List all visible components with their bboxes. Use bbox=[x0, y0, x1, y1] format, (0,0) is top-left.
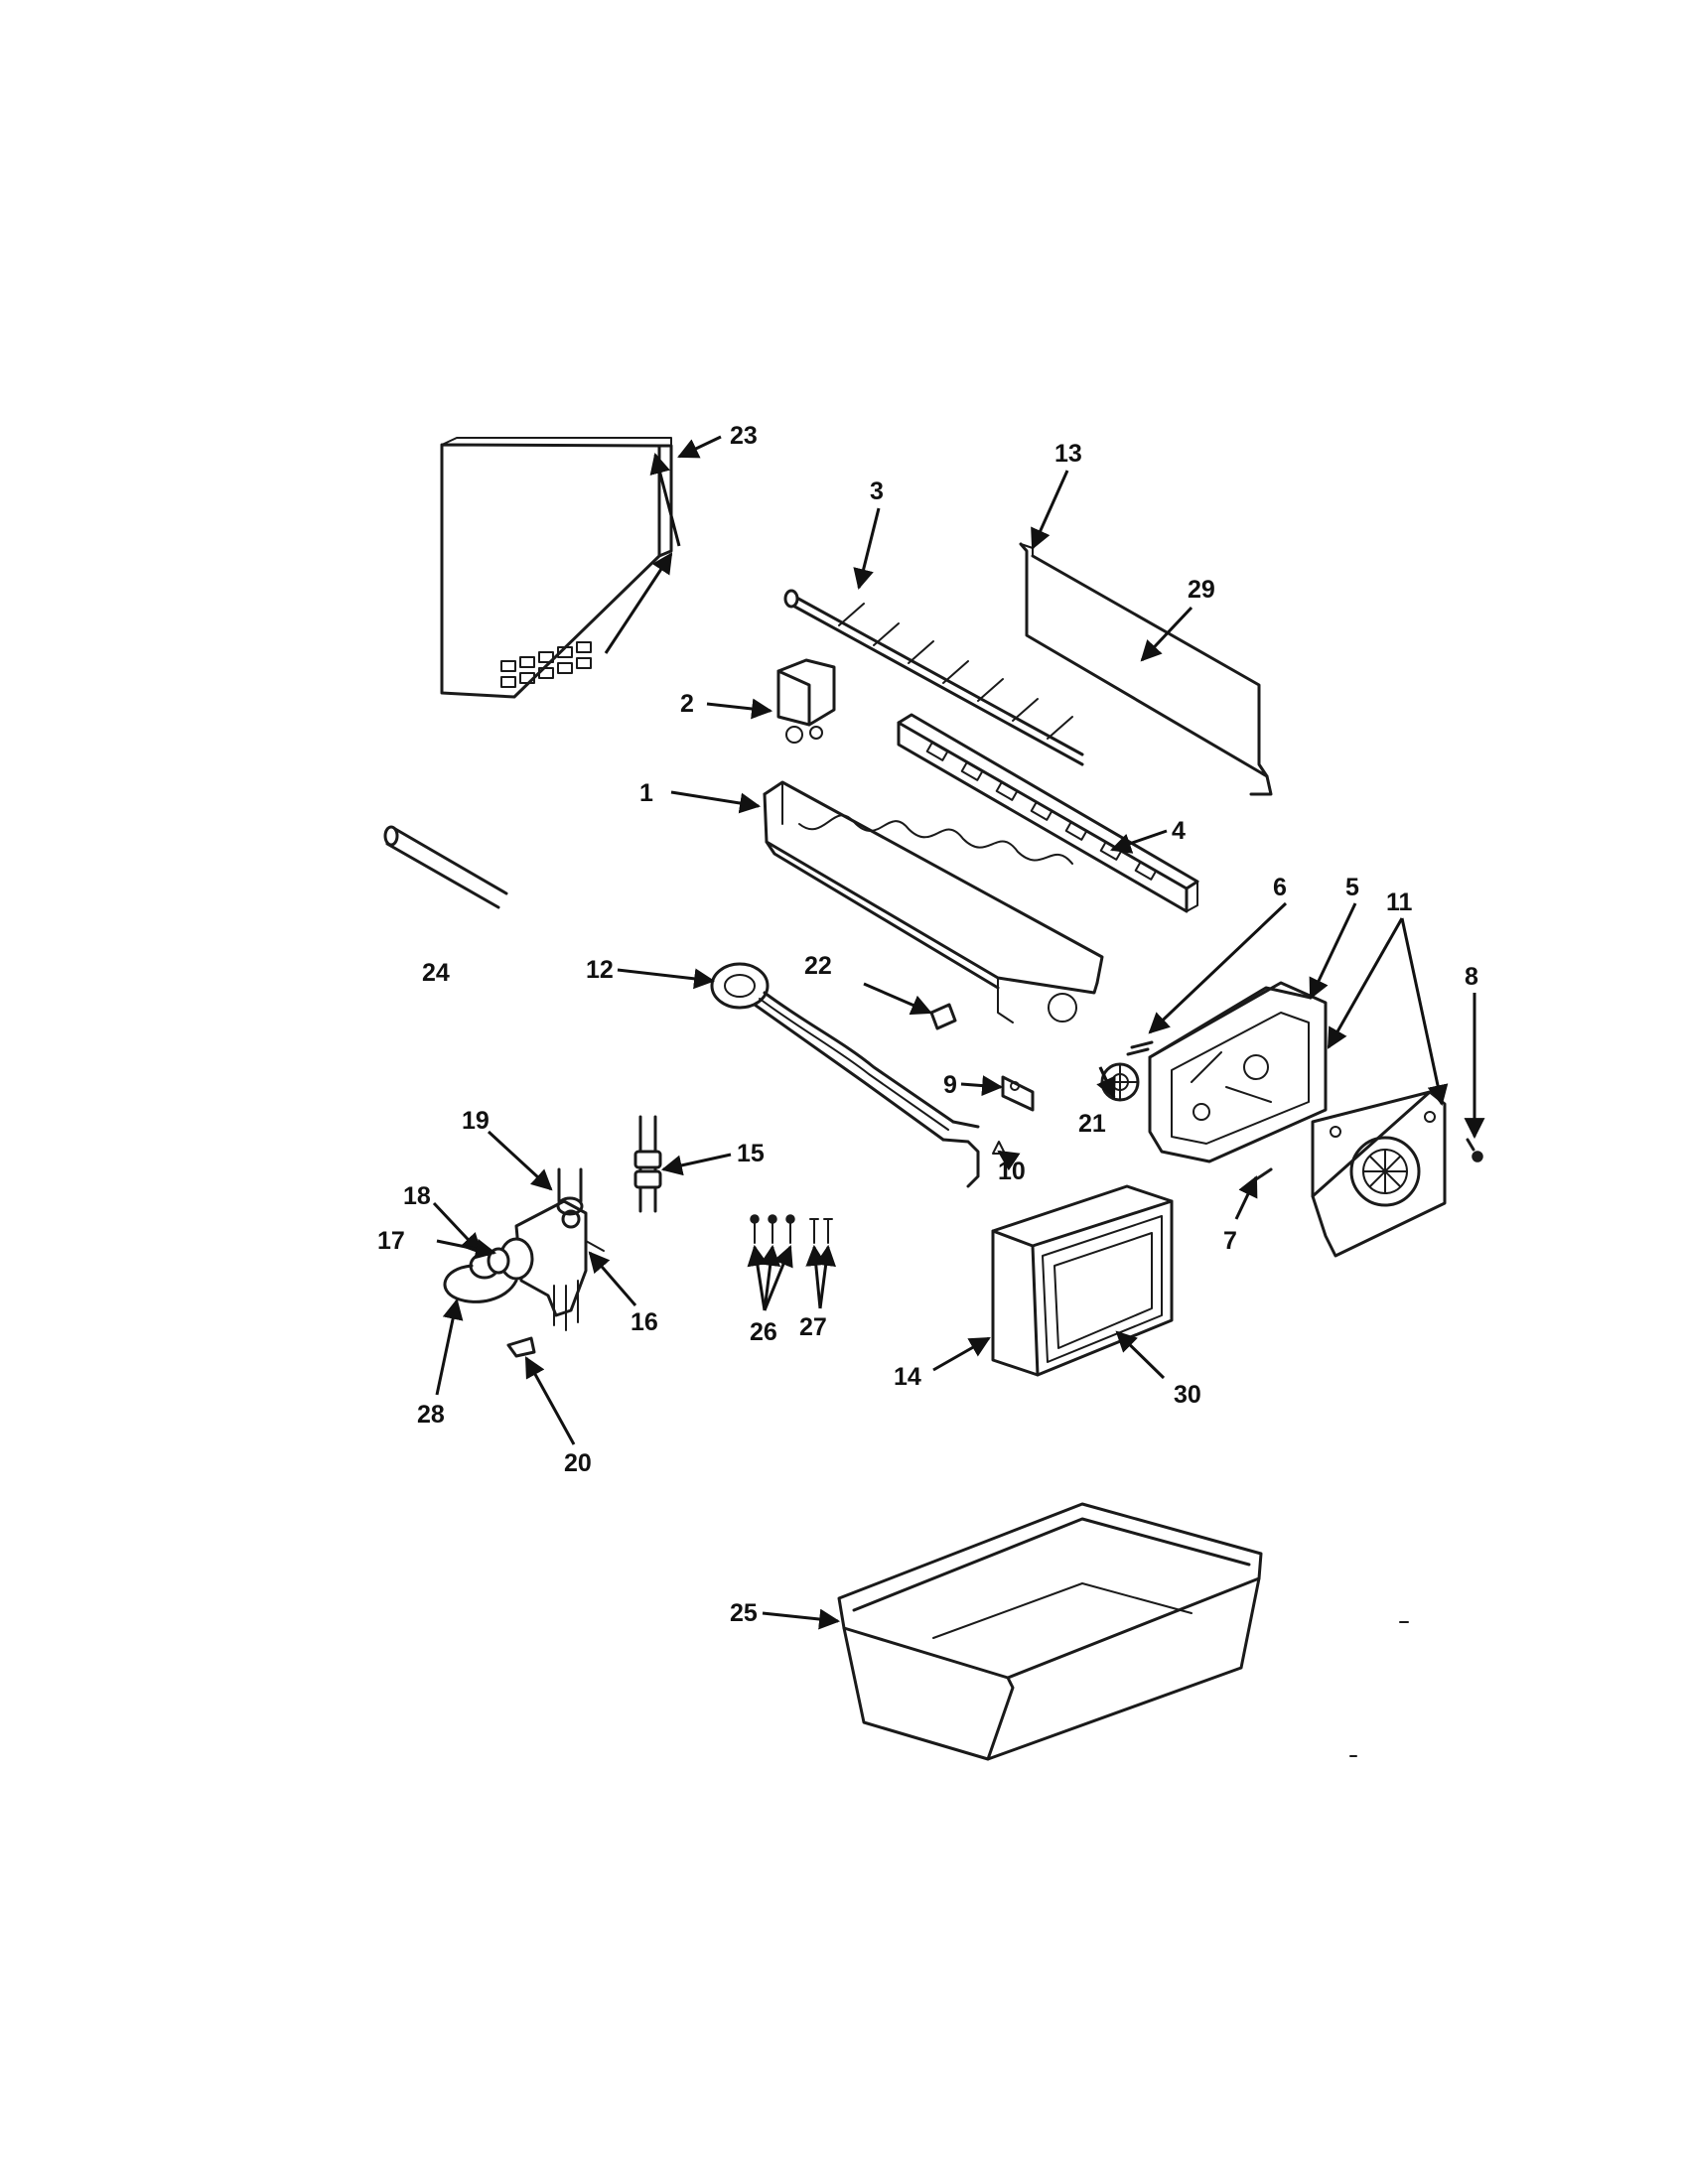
callout-5: 5 bbox=[1345, 874, 1359, 901]
callout-19: 19 bbox=[462, 1107, 490, 1135]
callout-24: 24 bbox=[422, 959, 450, 987]
callout-11: 11 bbox=[1386, 888, 1413, 916]
part-27-screws bbox=[809, 1218, 833, 1244]
part-15-fitting bbox=[633, 1115, 662, 1213]
part-2-bracket bbox=[776, 658, 836, 744]
callout-6: 6 bbox=[1273, 874, 1287, 901]
part-19-fitting bbox=[556, 1167, 584, 1216]
leader-lines bbox=[432, 435, 1485, 1630]
callout-10: 10 bbox=[998, 1158, 1026, 1185]
callout-12: 12 bbox=[586, 956, 614, 984]
part-16-water-valve bbox=[498, 1199, 605, 1331]
part-1-mold bbox=[763, 780, 1104, 1024]
callout-27: 27 bbox=[799, 1313, 827, 1341]
callout-4: 4 bbox=[1172, 817, 1186, 845]
part-11-motor-plate bbox=[1311, 1090, 1447, 1258]
part-26-screws bbox=[750, 1214, 795, 1244]
stripper-slots bbox=[925, 742, 1158, 881]
callout-20: 20 bbox=[564, 1449, 592, 1477]
part-9-10-bracket-screw bbox=[992, 1075, 1035, 1155]
part-25-ice-bin bbox=[837, 1502, 1263, 1761]
part-8-screw bbox=[1466, 1138, 1483, 1162]
callout-9: 9 bbox=[943, 1071, 957, 1099]
part-24-fill-tube bbox=[383, 825, 508, 909]
callout-2: 2 bbox=[680, 690, 694, 718]
part-14-30-insulation bbox=[991, 1184, 1174, 1377]
callout-14: 14 bbox=[894, 1363, 921, 1391]
part-6-screw bbox=[1126, 1040, 1154, 1056]
stray-marks bbox=[1349, 1621, 1409, 1757]
callout-17: 17 bbox=[377, 1227, 405, 1255]
part-3-ejector bbox=[783, 589, 1084, 766]
callout-3: 3 bbox=[870, 478, 884, 505]
part-13-29-bail-arm bbox=[1019, 542, 1273, 796]
callout-25: 25 bbox=[730, 1599, 758, 1627]
callout-13: 13 bbox=[1054, 440, 1082, 468]
part-5-housing bbox=[1148, 981, 1328, 1163]
part-12-thermostat-harness bbox=[710, 962, 980, 1188]
part-23-shield bbox=[440, 437, 673, 699]
callout-21: 21 bbox=[1078, 1110, 1106, 1138]
callout-16: 16 bbox=[631, 1308, 658, 1336]
callout-18: 18 bbox=[403, 1182, 431, 1210]
callout-15: 15 bbox=[737, 1140, 765, 1167]
part-22-clip bbox=[929, 1003, 957, 1030]
part-4-stripper bbox=[897, 713, 1199, 913]
callout-26: 26 bbox=[750, 1318, 777, 1346]
callout-7: 7 bbox=[1223, 1227, 1237, 1255]
callout-29: 29 bbox=[1188, 576, 1215, 604]
callout-23: 23 bbox=[730, 422, 758, 450]
callout-22: 22 bbox=[804, 952, 832, 980]
callout-30: 30 bbox=[1174, 1381, 1201, 1409]
callout-labels: 23 3 13 29 2 1 4 6 5 11 8 24 12 22 9 21 … bbox=[377, 422, 1478, 1627]
shield-vents bbox=[500, 641, 592, 688]
callout-8: 8 bbox=[1465, 963, 1478, 991]
callout-1: 1 bbox=[639, 779, 653, 807]
part-20-clip bbox=[506, 1336, 536, 1358]
callout-28: 28 bbox=[417, 1401, 445, 1429]
